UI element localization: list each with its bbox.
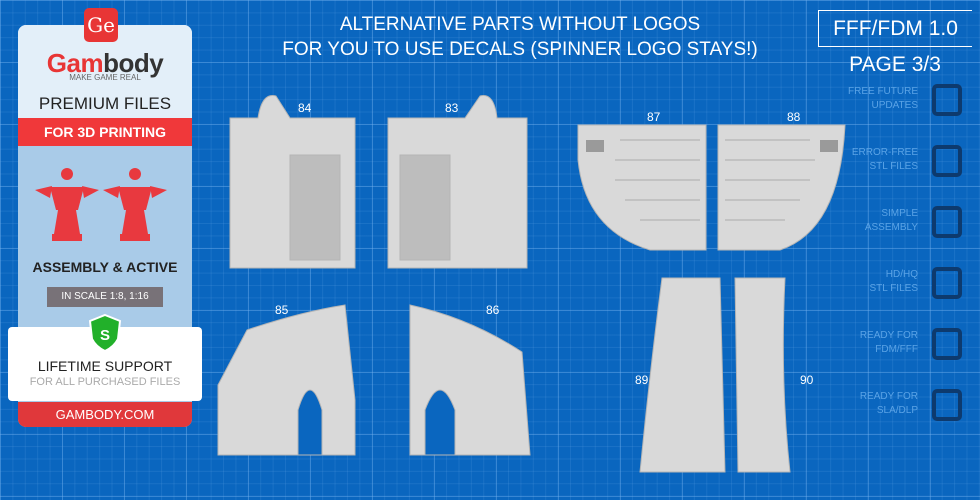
gambody-logo-icon: Ge: [84, 8, 118, 42]
scale-badge: IN SCALE 1:8, 1:16: [47, 287, 163, 307]
part-number-label: 86: [486, 303, 500, 317]
updates-icon: [932, 84, 962, 116]
tagline: MAKE GAME REAL: [69, 73, 141, 82]
brand-dark: body: [103, 48, 164, 78]
person-icon: [932, 267, 962, 299]
figures-icon: [35, 168, 167, 241]
part-number-label: 84: [298, 101, 312, 115]
part-88: [717, 124, 846, 251]
page-indicator: PAGE 3/3: [849, 53, 941, 76]
part-number-label: 89: [635, 373, 649, 387]
part-number-label: 85: [275, 303, 289, 317]
sla-printer-icon: [932, 389, 962, 421]
version-badge: FFF/FDM 1.0: [818, 10, 972, 47]
puzzle-icon: [932, 206, 962, 238]
part-89: [639, 277, 726, 473]
support-title: LIFETIME SUPPORT: [37, 358, 173, 374]
part-90: [734, 277, 791, 473]
fdm-printer-icon: [932, 328, 962, 360]
part-number-label: 90: [800, 373, 814, 387]
part-number-label: 87: [647, 110, 661, 124]
shield-icon: S: [88, 313, 122, 353]
brand-red: Gam: [46, 48, 104, 78]
file-check-icon: [932, 145, 962, 177]
part-84-opening: [289, 154, 341, 261]
premium-label: PREMIUM FILES: [38, 94, 172, 113]
site-link[interactable]: GAMBODY.COM: [18, 402, 192, 427]
part-number-label: 83: [445, 101, 459, 115]
assembly-label: ASSEMBLY & ACTIVE: [32, 259, 178, 275]
part-85: [217, 304, 356, 456]
part-number-label: 88: [787, 110, 801, 124]
brand-name: Gambody: [18, 48, 192, 79]
printing-banner: FOR 3D PRINTING: [18, 118, 192, 146]
svg-text:S: S: [100, 327, 110, 344]
part-87: [577, 124, 707, 251]
support-subtitle: FOR ALL PURCHASED FILES: [29, 376, 181, 388]
